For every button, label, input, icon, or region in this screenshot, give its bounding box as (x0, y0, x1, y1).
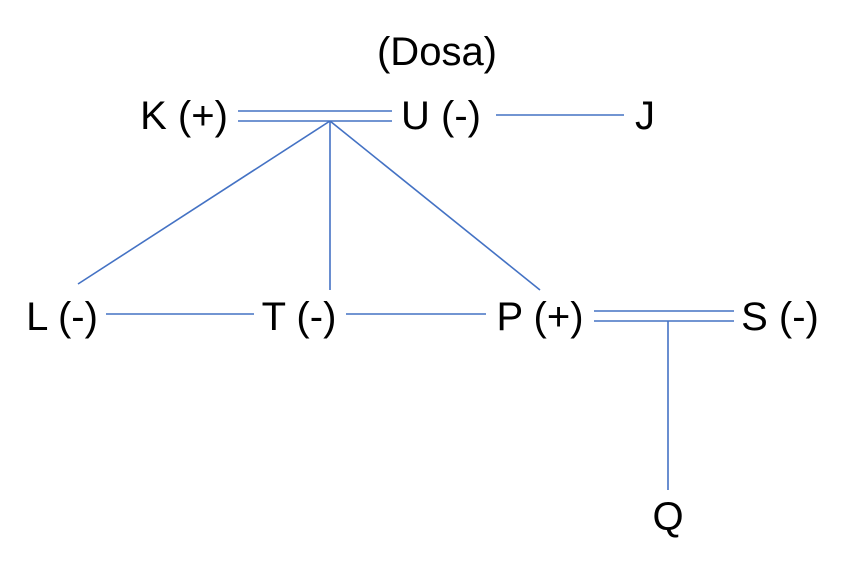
node-k: K (+) (140, 94, 228, 138)
node-j: J (635, 94, 655, 138)
node-u: U (-) (401, 94, 481, 138)
node-s: S (-) (741, 295, 819, 339)
node-l: L (-) (26, 295, 98, 339)
node-q: Q (652, 495, 684, 539)
diagram-caption: (Dosa) (376, 30, 498, 74)
child-line-ku-p (329, 120, 541, 291)
child-line-ku-l (77, 120, 331, 285)
node-t: T (-) (261, 295, 337, 339)
node-p: P (+) (496, 295, 584, 339)
